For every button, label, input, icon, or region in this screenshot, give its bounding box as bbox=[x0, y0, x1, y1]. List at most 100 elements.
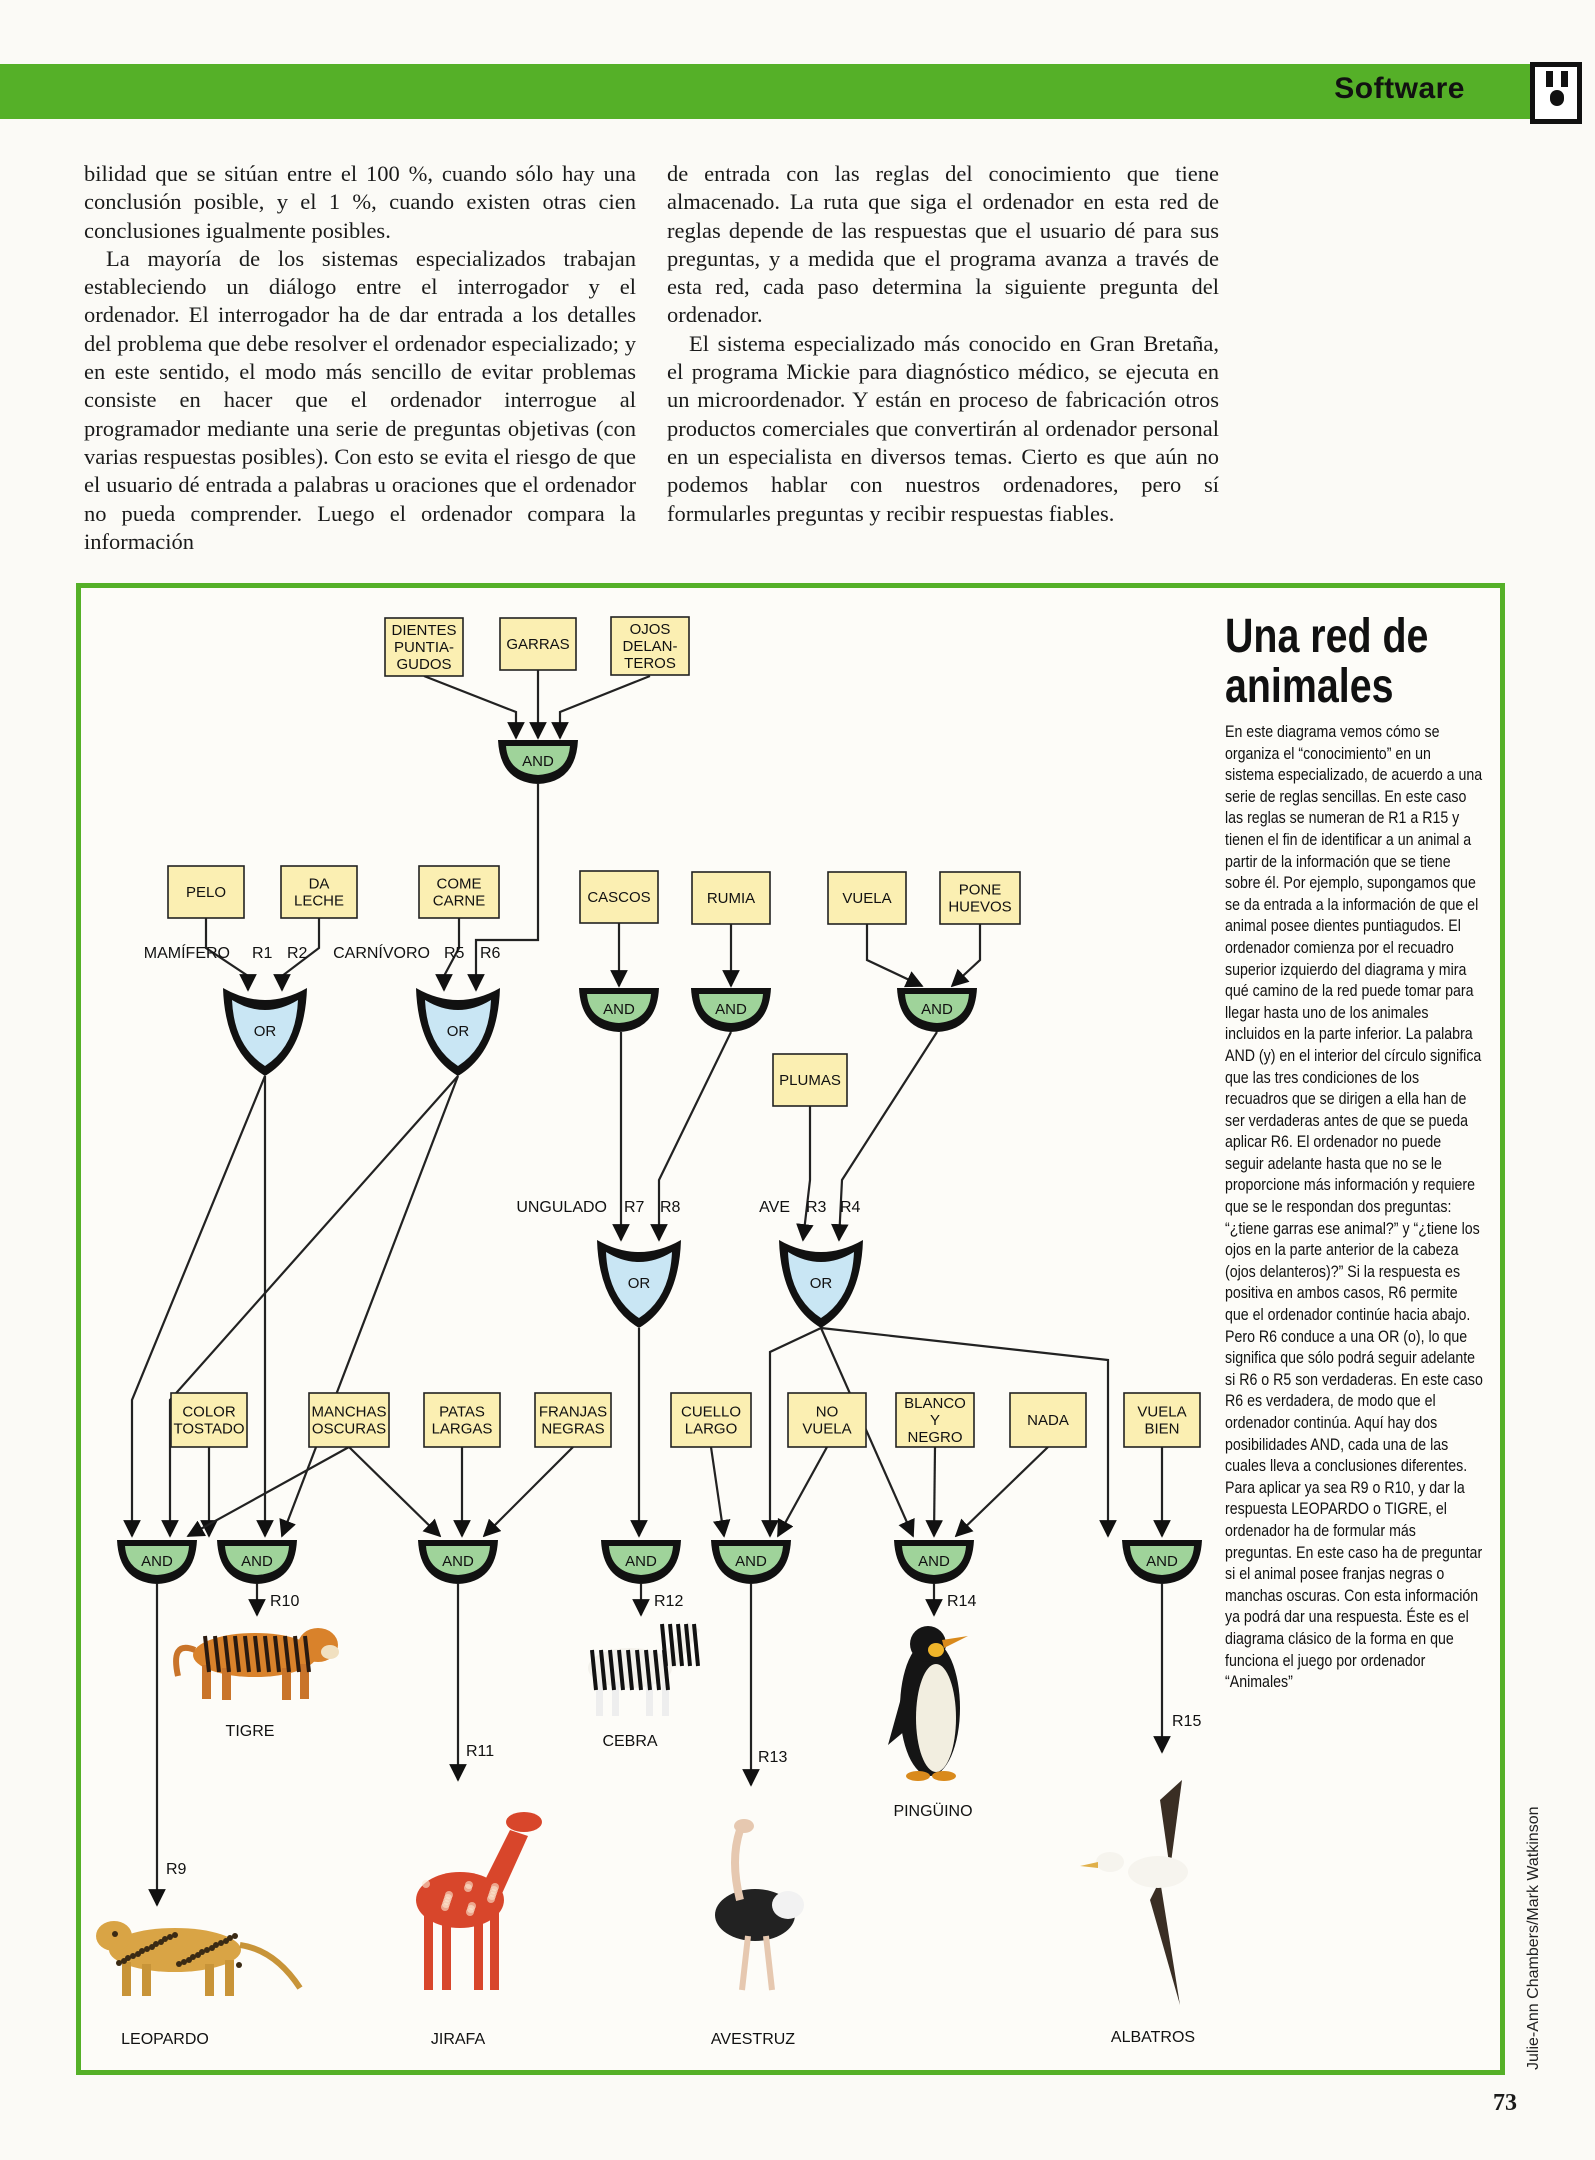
connector bbox=[954, 1446, 1049, 1538]
and-gate: AND bbox=[498, 740, 578, 784]
gate-label: AND bbox=[715, 1001, 747, 1018]
connector bbox=[204, 918, 257, 992]
condition-box-plumas: PLUMAS bbox=[772, 1053, 848, 1107]
rule-label-r1: R1 bbox=[252, 945, 273, 962]
box-label: BIEN bbox=[1144, 1421, 1179, 1438]
rule-label-r14: R14 bbox=[947, 1593, 976, 1610]
box-label: OJOS bbox=[630, 621, 671, 638]
rule-label-r2: R2 bbox=[287, 945, 308, 962]
animal-name-leopardo: LEOPARDO bbox=[121, 2031, 209, 2048]
image-credit: Julie-Ann Chambers/Mark Watkinson bbox=[1525, 1806, 1542, 2071]
connector bbox=[796, 1106, 814, 1242]
sidebar-caption: En este diagrama vemos cómo se organiza … bbox=[1225, 723, 1483, 1692]
gate-label: AND bbox=[921, 1001, 953, 1018]
condition-box-nada: NADA bbox=[1009, 1392, 1087, 1448]
box-label: MANCHAS bbox=[311, 1404, 386, 1421]
box-label: TEROS bbox=[624, 655, 676, 672]
box-label: VUELA bbox=[802, 1421, 851, 1438]
connector bbox=[467, 784, 540, 992]
gate-label: OR bbox=[254, 1023, 277, 1040]
box-label: GARRAS bbox=[506, 636, 569, 653]
condition-box-rumia: RUMIA bbox=[691, 871, 771, 925]
gate-label: AND bbox=[603, 1001, 635, 1018]
box-label: COME bbox=[437, 876, 482, 893]
category-label: UNGULADO bbox=[516, 1199, 607, 1216]
box-label: GUDOS bbox=[396, 656, 451, 673]
gate-label: OR bbox=[628, 1275, 651, 1292]
tiger-illustration bbox=[173, 1628, 339, 1700]
condition-box-garras: GARRAS bbox=[499, 617, 577, 671]
category-label: CARNÍVORO bbox=[333, 943, 430, 962]
body-column-2: de entrada con las reglas del conocimien… bbox=[667, 160, 1219, 528]
and-gate: AND bbox=[894, 1540, 974, 1584]
gate-label: AND bbox=[1146, 1553, 1178, 1570]
box-label: RUMIA bbox=[707, 890, 755, 907]
box-label: PONE bbox=[959, 882, 1002, 899]
box-label: NADA bbox=[1027, 1412, 1069, 1429]
animal-illustrations bbox=[96, 1622, 1188, 2005]
and-gate: AND bbox=[418, 1540, 498, 1584]
box-label: PLUMAS bbox=[779, 1072, 841, 1089]
connector bbox=[831, 1031, 938, 1242]
and-gate: AND bbox=[711, 1540, 791, 1584]
giraffe-illustration bbox=[416, 1812, 542, 1990]
rule-label-r6: R6 bbox=[480, 945, 501, 962]
rule-label-r3: R3 bbox=[806, 1199, 827, 1216]
gate-label: AND bbox=[442, 1553, 474, 1570]
rule-label-r4: R4 bbox=[840, 1199, 861, 1216]
box-label: CASCOS bbox=[587, 889, 650, 906]
box-label: DA bbox=[309, 876, 330, 893]
box-label: TOSTADO bbox=[173, 1421, 244, 1438]
rule-label-r11: R11 bbox=[466, 1743, 494, 1760]
paragraph: La mayoría de los sistemas especializado… bbox=[84, 245, 636, 554]
rule-label-r9: R9 bbox=[166, 1861, 187, 1878]
condition-box-vuela: VUELA bbox=[827, 871, 907, 925]
box-label: VUELA bbox=[1137, 1404, 1186, 1421]
connector bbox=[709, 1446, 731, 1538]
box-label: FRANJAS bbox=[539, 1404, 607, 1421]
sidebar: Una red de animales En este diagrama vem… bbox=[1225, 612, 1488, 1694]
connector bbox=[551, 674, 651, 740]
connector bbox=[819, 1327, 915, 1538]
penguin-illustration bbox=[888, 1626, 968, 1781]
box-label: LARGAS bbox=[432, 1421, 493, 1438]
and-gate: AND bbox=[1122, 1540, 1202, 1584]
box-label: CUELLO bbox=[681, 1404, 741, 1421]
box-label: DELAN- bbox=[622, 638, 677, 655]
box-label: VUELA bbox=[842, 890, 891, 907]
or-gate: OR bbox=[223, 988, 307, 1076]
box-label: CARNE bbox=[433, 893, 486, 910]
body-column-1: bilidad que se sitúan entre el 100 %, cu… bbox=[84, 160, 636, 556]
paragraph: de entrada con las reglas del conocimien… bbox=[667, 161, 1219, 328]
and-gate: AND bbox=[117, 1540, 197, 1584]
condition-box-pelo: PELO bbox=[167, 865, 245, 919]
box-label: NO bbox=[816, 1404, 839, 1421]
header-bar bbox=[0, 64, 1532, 119]
connector bbox=[820, 1326, 1117, 1538]
diagram-panel bbox=[76, 583, 1505, 2075]
connector-lines bbox=[123, 670, 1171, 1907]
category-label: MAMÍFERO bbox=[144, 943, 230, 962]
connector bbox=[950, 924, 982, 988]
section-title: Software bbox=[1334, 72, 1465, 105]
box-label: LARGO bbox=[685, 1421, 738, 1438]
connector bbox=[777, 1446, 828, 1538]
animal-name-cebra: CEBRA bbox=[602, 1733, 657, 1750]
or-gate: OR bbox=[597, 1240, 681, 1328]
box-label: HUEVOS bbox=[948, 899, 1011, 916]
connector bbox=[650, 1031, 732, 1242]
gate-label: OR bbox=[810, 1275, 833, 1292]
connector bbox=[482, 1446, 574, 1538]
gate-label: AND bbox=[241, 1553, 273, 1570]
and-gate: AND bbox=[897, 988, 977, 1032]
and-gate: AND bbox=[579, 988, 659, 1032]
